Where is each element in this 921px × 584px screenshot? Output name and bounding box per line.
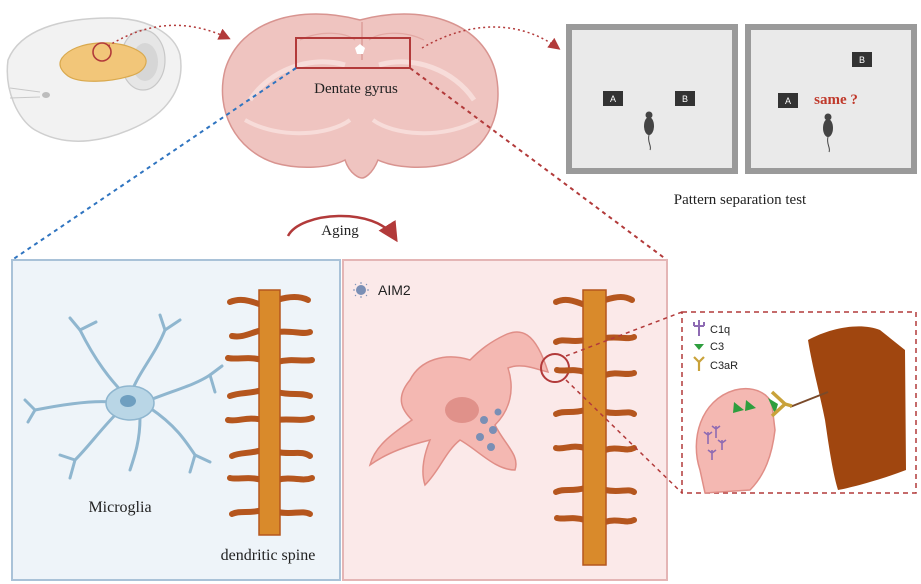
arena-1: A B bbox=[566, 24, 738, 174]
microglia-process bbox=[695, 388, 776, 494]
aged-panel: AIM2 bbox=[342, 259, 668, 581]
c1q-icon bbox=[693, 320, 705, 336]
zoom-line-blue bbox=[11, 67, 297, 261]
aging-arrow bbox=[286, 214, 398, 243]
same-question-label: same ? bbox=[814, 92, 858, 108]
dendrite-aged bbox=[553, 289, 637, 566]
aim2-inflammasome-icon bbox=[353, 282, 369, 298]
microglia-label: Microglia bbox=[88, 499, 151, 516]
dendritic-spine-label: dendritic spine bbox=[221, 547, 316, 564]
arena-2: A B same ? bbox=[745, 24, 917, 174]
dentate-gyrus-label: Dentate gyrus bbox=[314, 81, 398, 97]
arena2-box-a: A bbox=[785, 96, 791, 106]
young-panel: Microglia dendri bbox=[11, 259, 341, 581]
arena1-box-a: A bbox=[610, 94, 616, 104]
dendrite-young bbox=[225, 289, 315, 536]
mouse-icon bbox=[644, 111, 654, 151]
zoom-line-inset-bottom bbox=[565, 379, 683, 494]
c3ar-label: C3aR bbox=[710, 360, 738, 372]
arrow-mouse-to-section bbox=[107, 24, 231, 47]
spine-neck bbox=[789, 391, 829, 408]
mouse-head-icon bbox=[6, 17, 182, 142]
complement-inset: C1q C3 C3aR bbox=[681, 311, 917, 494]
mouse-icon bbox=[823, 113, 833, 153]
neuron-terminal bbox=[808, 326, 906, 490]
c1q-label: C1q bbox=[710, 324, 730, 336]
arena2-box-b: B bbox=[859, 55, 865, 65]
pattern-separation-label: Pattern separation test bbox=[674, 192, 807, 208]
c3ar-receptor-icon bbox=[693, 356, 705, 371]
arrow-section-to-test bbox=[421, 26, 561, 50]
zoom-line-red bbox=[409, 67, 668, 261]
arena1-box-b: B bbox=[682, 94, 688, 104]
c3ar-receptor-bound bbox=[768, 390, 793, 418]
c3-icon bbox=[694, 344, 704, 350]
aging-label: Aging bbox=[321, 223, 359, 239]
aim2-label: AIM2 bbox=[378, 282, 411, 298]
brain-section-icon: Dentate gyrus bbox=[221, 13, 499, 179]
c3-label: C3 bbox=[710, 341, 724, 353]
activated-microglia-icon bbox=[368, 331, 550, 487]
